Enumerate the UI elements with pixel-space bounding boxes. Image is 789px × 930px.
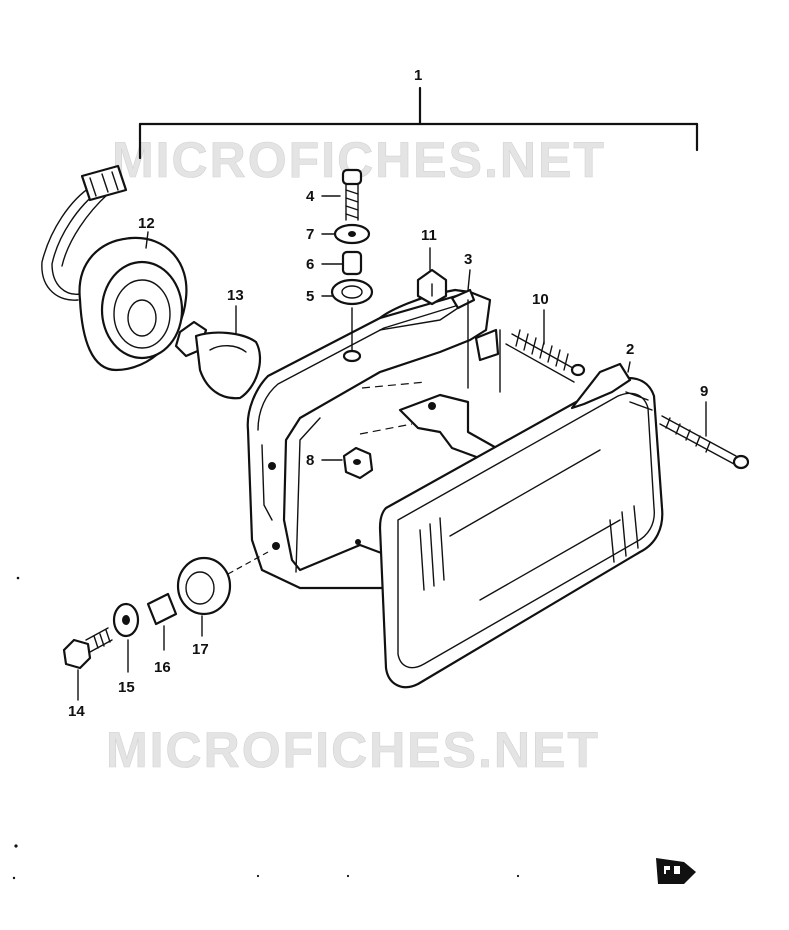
clip-nut-part-11	[416, 268, 448, 306]
assembly-bracket	[138, 86, 699, 160]
scan-specks	[12, 576, 520, 880]
sealed-beam-unit	[378, 362, 664, 689]
collar-part-6	[341, 250, 363, 276]
callout-12: 12	[138, 215, 155, 232]
callout-7: 7	[306, 226, 314, 243]
washer-part-7	[333, 223, 371, 245]
callout-5: 5	[306, 288, 314, 305]
callout-15: 15	[118, 679, 135, 696]
front-arrow-icon	[656, 858, 696, 884]
washer-part-15	[112, 602, 140, 638]
bolt-part-14	[62, 627, 113, 670]
callout-10: 10	[532, 291, 549, 308]
leader-lines	[77, 195, 707, 701]
callout-2: 2	[626, 341, 634, 358]
callout-9: 9	[700, 383, 708, 400]
callout-17: 17	[192, 641, 209, 658]
callout-8: 8	[306, 452, 314, 469]
grommet-part-5	[330, 278, 374, 363]
collar-part-16	[146, 592, 178, 626]
callout-1: 1	[414, 67, 422, 84]
screw-part-4	[341, 168, 363, 221]
nut-part-8	[342, 446, 374, 480]
headlamp-bulb	[174, 320, 261, 400]
watermark-top: MICROFICHES.NET	[112, 132, 606, 188]
callout-3: 3	[464, 251, 472, 268]
callout-6: 6	[306, 256, 314, 273]
callout-13: 13	[227, 287, 244, 304]
bulb-socket-harness	[41, 164, 188, 372]
adjuster-screw	[505, 329, 586, 383]
callout-16: 16	[154, 659, 171, 676]
grommet-part-17	[176, 551, 269, 616]
callout-14: 14	[68, 703, 85, 720]
long-mounting-bolt	[659, 415, 750, 470]
callout-4: 4	[306, 188, 315, 205]
callout-11: 11	[421, 227, 437, 244]
watermark-bottom: MICROFICHES.NET	[106, 722, 600, 778]
